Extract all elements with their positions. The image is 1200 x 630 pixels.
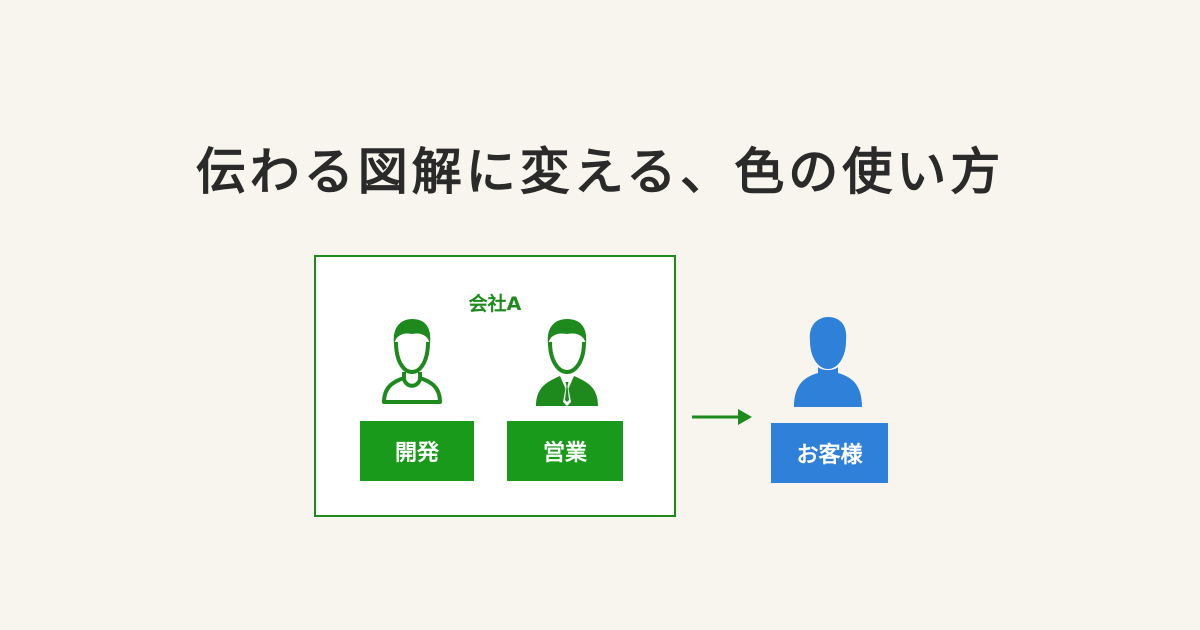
arrow-right-icon [692, 409, 752, 425]
tag-sales: 営業 [507, 421, 623, 481]
person-outline-icon [382, 319, 442, 404]
tag-development: 開発 [360, 421, 474, 481]
page-title: 伝わる図解に変える、色の使い方 [195, 143, 1005, 201]
person-silhouette-icon [794, 317, 862, 407]
tag-customer: お客様 [771, 423, 888, 483]
businessman-icon [536, 319, 598, 406]
company-label: 会社A [468, 293, 522, 315]
